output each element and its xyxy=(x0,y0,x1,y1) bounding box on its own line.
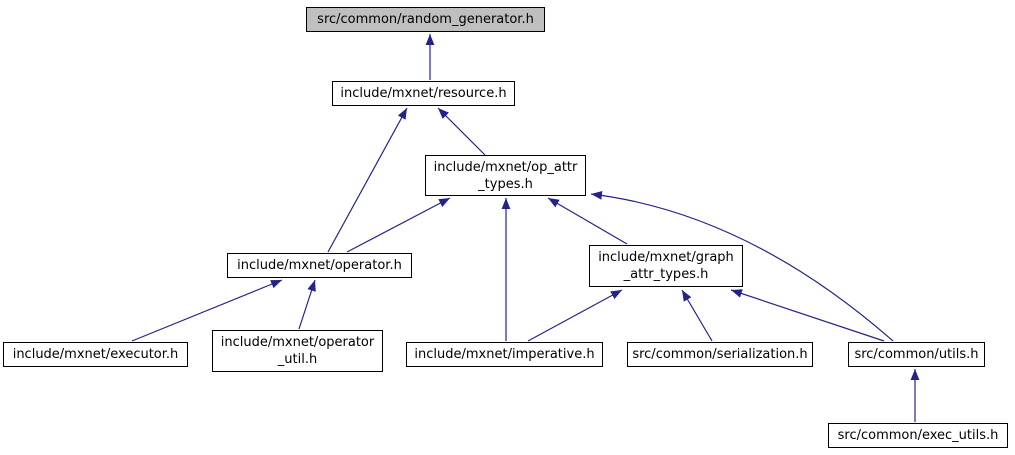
node-label: src/common/exec_utils.h xyxy=(837,428,999,443)
node-label: include/mxnet/operator.h xyxy=(237,258,402,273)
edge-imperative-to-graph-attr-types xyxy=(527,289,623,342)
node-label-line1: include/mxnet/operator xyxy=(220,335,375,350)
edge-operator-to-op-attr-types xyxy=(346,197,451,253)
node-operator-util-h[interactable]: include/mxnet/operator _util.h xyxy=(212,330,383,372)
node-random-generator-h[interactable]: src/common/random_generator.h xyxy=(306,7,545,32)
edge-operator-to-resource xyxy=(327,107,408,253)
node-label-line2: _util.h xyxy=(277,352,318,367)
edge-utils-to-graph-attr-types xyxy=(730,289,885,342)
node-label: src/common/utils.h xyxy=(854,347,979,362)
node-resource-h[interactable]: include/mxnet/resource.h xyxy=(332,81,515,106)
edge-op-attr-types-to-resource xyxy=(437,107,486,156)
node-serialization-h[interactable]: src/common/serialization.h xyxy=(627,342,813,367)
edge-graph-attr-types-to-op-attr-types xyxy=(547,197,628,245)
node-label-line2: _types.h xyxy=(478,176,533,192)
node-graph-attr-types-h[interactable]: include/mxnet/graph _attr_types.h xyxy=(589,245,743,287)
node-label-line2: _attr_types.h xyxy=(623,267,709,282)
node-label: src/common/random_generator.h xyxy=(317,12,534,27)
edge-serialization-to-graph-attr-types xyxy=(681,289,713,342)
node-op-attr-types-h[interactable]: include/mxnet/op_attr _types.h xyxy=(425,155,586,196)
node-imperative-h[interactable]: include/mxnet/imperative.h xyxy=(406,342,603,367)
node-executor-h[interactable]: include/mxnet/executor.h xyxy=(3,342,188,367)
node-label: src/common/serialization.h xyxy=(632,347,808,362)
node-label: include/mxnet/executor.h xyxy=(12,347,179,362)
node-utils-h[interactable]: src/common/utils.h xyxy=(848,342,985,367)
node-label: include/mxnet/imperative.h xyxy=(414,347,595,362)
node-operator-h[interactable]: include/mxnet/operator.h xyxy=(227,253,412,278)
node-label-line1: include/mxnet/op_attr xyxy=(433,159,578,175)
node-exec-utils-h[interactable]: src/common/exec_utils.h xyxy=(828,423,1008,448)
node-label-line1: include/mxnet/graph xyxy=(598,250,734,265)
node-label: include/mxnet/resource.h xyxy=(340,86,507,101)
edge-operator-util-to-operator xyxy=(298,279,316,330)
